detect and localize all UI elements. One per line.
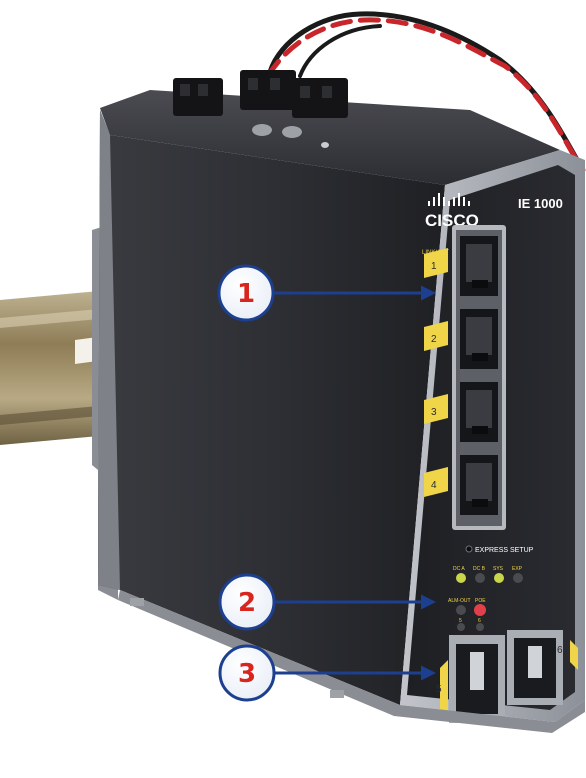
rj45-jack-inner xyxy=(466,463,492,501)
callout-3: 3 xyxy=(218,644,276,702)
rj45-latch xyxy=(472,280,488,288)
terminal-blocks xyxy=(173,70,348,148)
led-label: 5 xyxy=(459,618,462,624)
port-number-label: 4 xyxy=(431,480,437,491)
svg-text:1: 1 xyxy=(237,279,255,309)
led-label: EXP xyxy=(512,566,523,572)
led-label: DC A xyxy=(453,566,465,572)
port-number-label: 2 xyxy=(431,334,437,345)
port-number-label: 1 xyxy=(431,261,437,272)
led-label: SYS xyxy=(493,566,504,572)
sfp-port-label-6: 6 xyxy=(557,645,563,656)
sfp-ports xyxy=(440,630,578,723)
port-number-tab xyxy=(424,394,448,424)
svg-text:2: 2 xyxy=(238,588,256,618)
status-leds xyxy=(456,573,523,631)
svg-text:3: 3 xyxy=(238,659,256,689)
callout-2: 2 xyxy=(218,573,276,631)
rj45-jack-inner xyxy=(466,244,492,282)
led-label: 6 xyxy=(478,618,481,624)
model-label: IE 1000 xyxy=(518,196,563,211)
rj45-jack-inner xyxy=(466,390,492,428)
led-label: POE xyxy=(475,598,486,604)
port-number-tab xyxy=(424,248,448,278)
express-setup-button[interactable] xyxy=(465,545,473,553)
rj45-latch xyxy=(472,426,488,434)
led-label: DC B xyxy=(473,566,486,572)
port-number-tab xyxy=(424,321,448,351)
power-wires xyxy=(265,11,586,173)
express-setup-label: EXPRESS SETUP xyxy=(475,547,534,554)
port-number-tab xyxy=(424,467,448,497)
led-label: ALM-OUT xyxy=(448,598,471,604)
side-panel xyxy=(98,110,445,705)
variant-label: 4P2S xyxy=(427,735,454,747)
sfp-port-label-5: 5 xyxy=(436,684,442,695)
cisco-logo-icon xyxy=(428,193,470,206)
rj45-jack-inner xyxy=(466,317,492,355)
rj45-latch xyxy=(472,499,488,507)
callout-arrows xyxy=(273,285,436,681)
callout-1: 1 xyxy=(217,264,275,322)
port-number-label: 3 xyxy=(431,407,437,418)
rj45-latch xyxy=(472,353,488,361)
